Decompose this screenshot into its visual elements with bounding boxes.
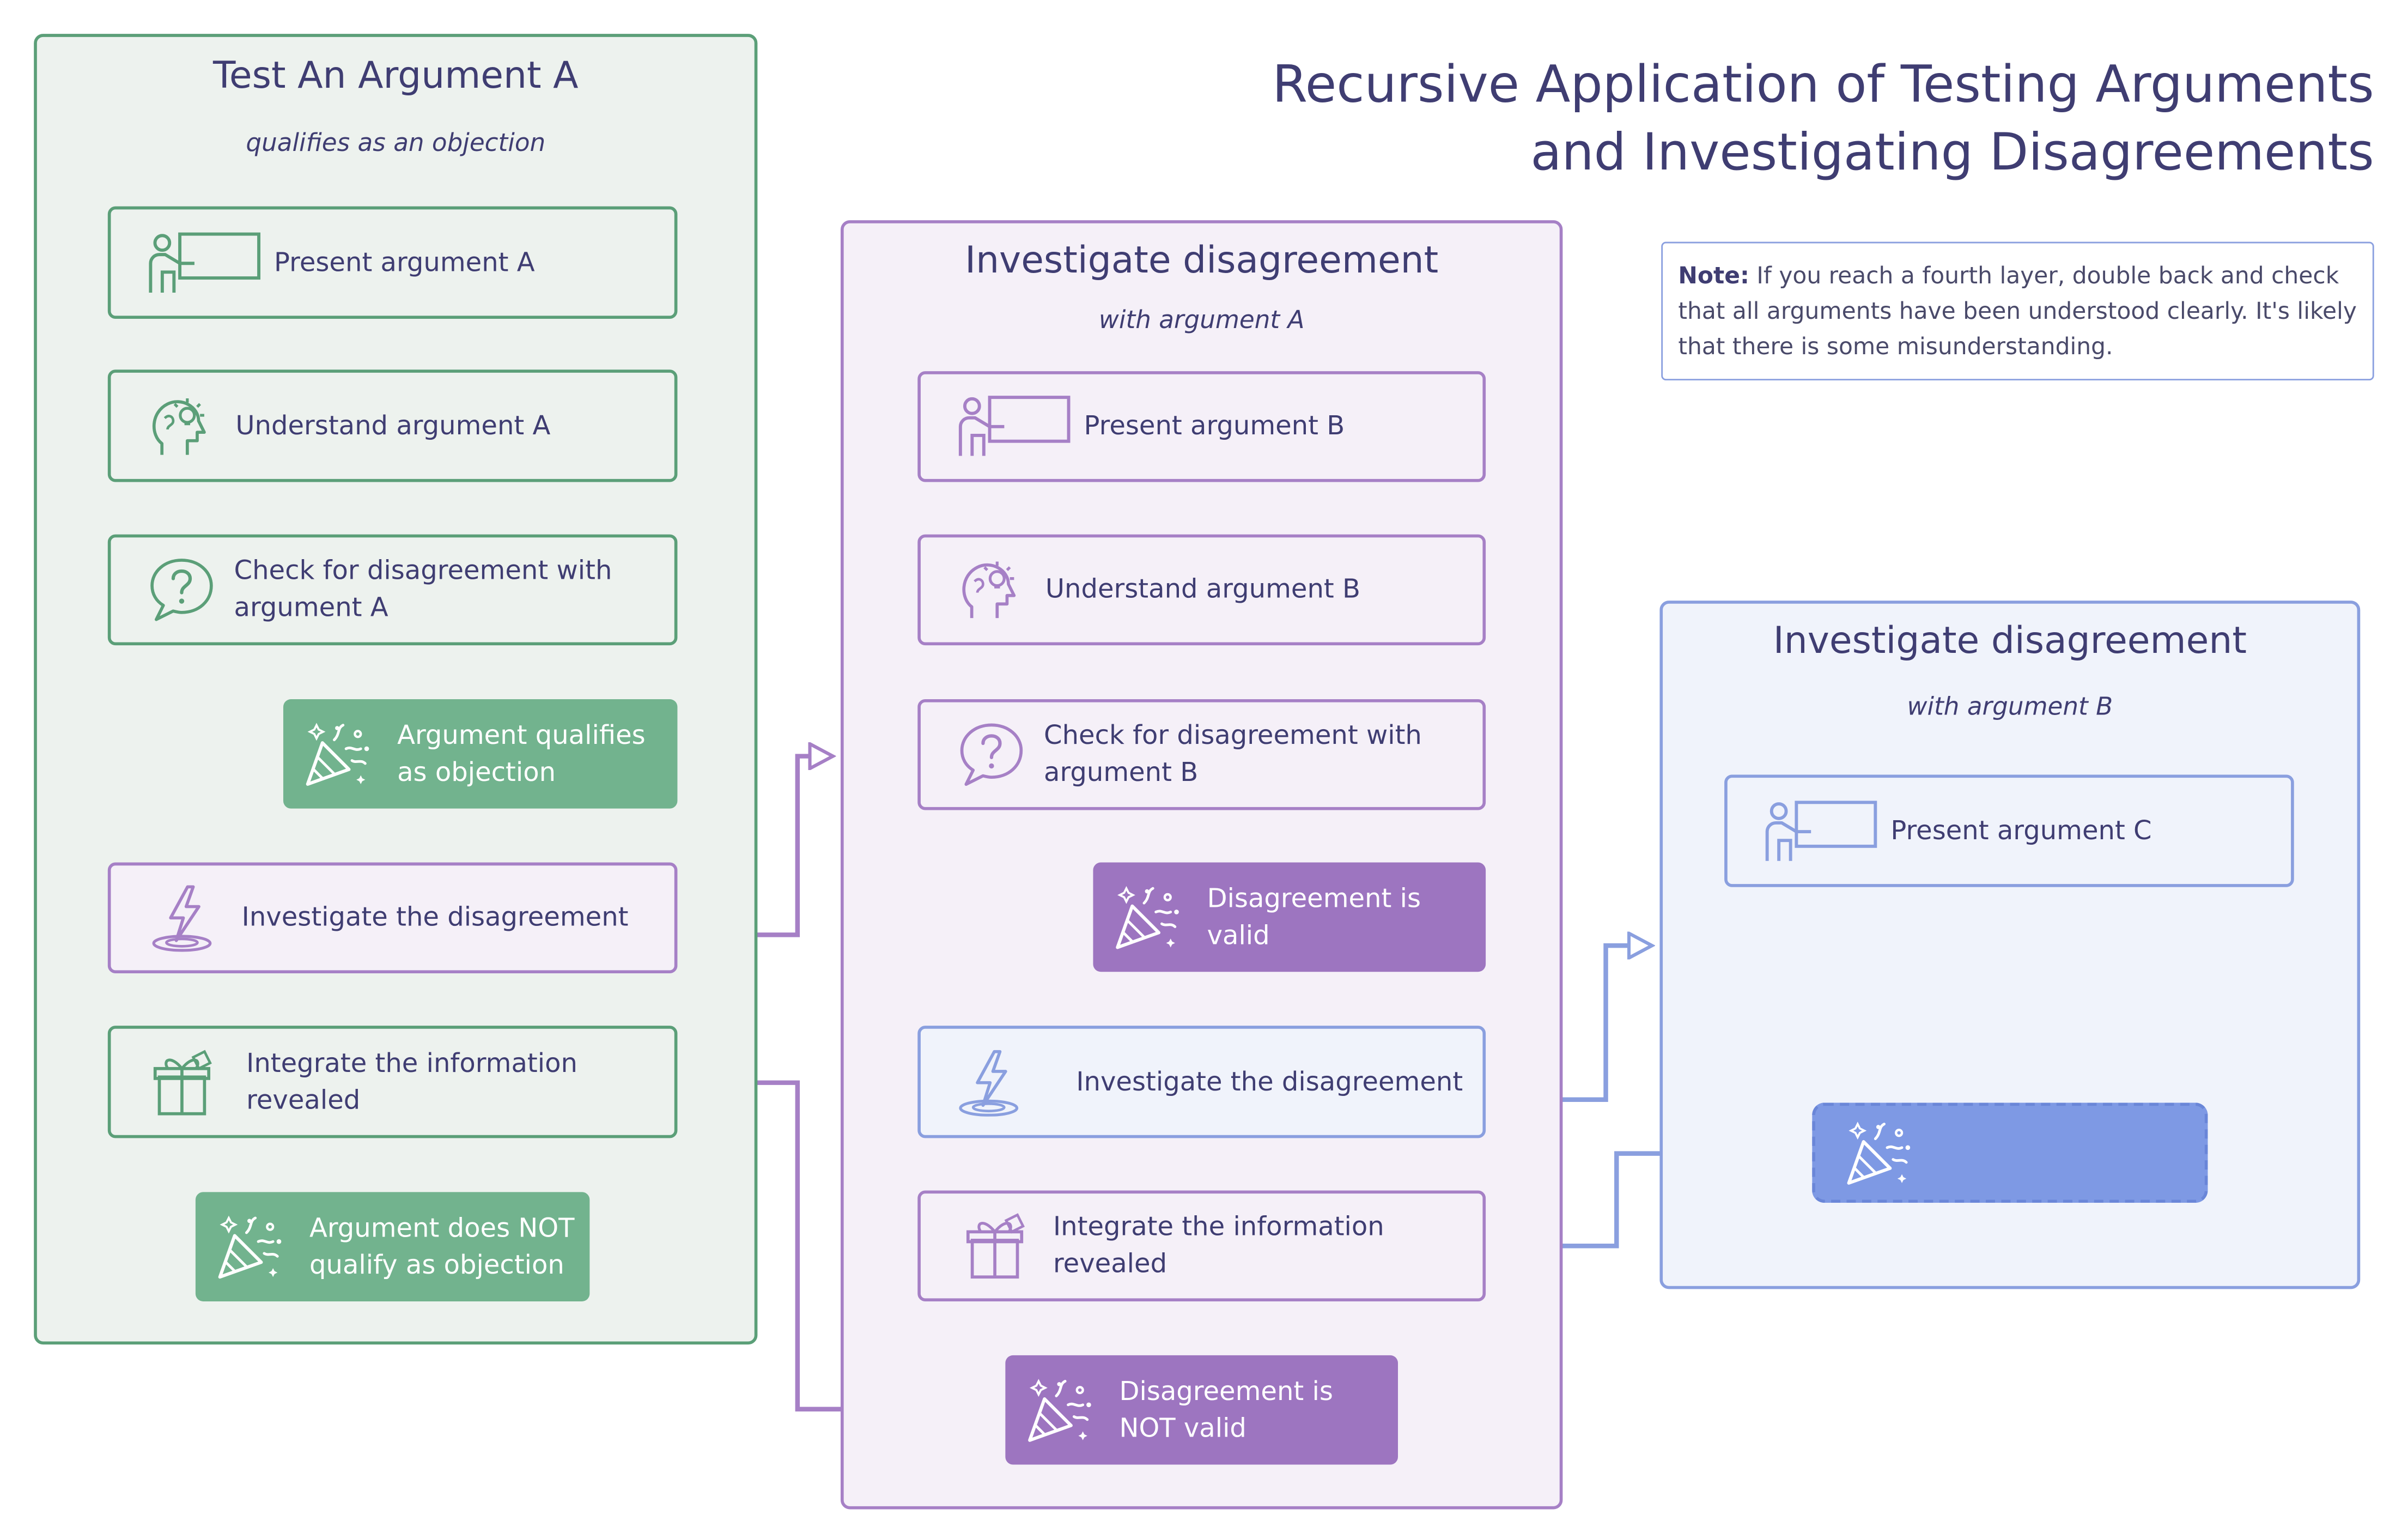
question-speech-bubble-icon [148,556,215,623]
note-box: Note: If you reach a fourth layer, doubl… [1661,241,2374,381]
step-label: Understand argument B [1045,574,1360,605]
step-label: Investigate the disagreement [1076,1067,1463,1098]
step-label: Check for disagreement with argument A [234,556,612,624]
outcome-label: Argument does NOT qualify as objection [309,1213,575,1281]
step-present-argument-c: Present argument C [1724,774,2294,887]
party-popper-icon [214,1211,285,1282]
gift-box-icon [964,1212,1031,1280]
step-investigate-disagreement-a: Investigate the disagreement [107,862,678,974]
lightning-bolt-icon [151,884,218,952]
step-label: Present argument B [1084,411,1345,443]
head-with-lightbulb-icon [958,556,1025,623]
step-understand-argument-a: Understand argument A [107,369,678,482]
lightning-bolt-icon [958,1048,1025,1116]
outcome-disagreement-not-valid: Disagreement is NOT valid [1005,1355,1398,1465]
step-integrate-information-a: Integrate the information revealed [107,1026,678,1138]
diagram-title-line2: and Investigating Disagreements [1530,122,2374,182]
party-popper-icon [1111,882,1182,953]
party-popper-icon [302,718,373,789]
question-speech-bubble-icon [958,721,1025,789]
panel-c-title: Investigate disagreement [1773,619,2247,663]
panel-a-title: Test An Argument A [213,53,579,98]
step-check-disagreement-a: Check for disagreement with argument A [107,534,678,646]
step-label: Investigate the disagreement [241,902,629,934]
step-label: Check for disagreement with argument B [1044,720,1422,789]
step-label: Present argument C [1890,815,2152,846]
party-popper-icon [1024,1374,1094,1445]
presenter-at-board-icon [145,230,262,295]
step-check-disagreement-b: Check for disagreement with argument B [917,699,1486,810]
step-present-argument-a: Present argument A [107,206,678,319]
outcome-argument-not-qualify: Argument does NOT qualify as objection [195,1192,590,1301]
outcome-disagreement-valid: Disagreement is valid [1093,862,1486,972]
step-investigate-disagreement-b: Investigate the disagreement [917,1026,1486,1138]
outcome-label: Argument qualifies as objection [397,720,646,788]
outcome-label: Disagreement is valid [1207,883,1421,952]
step-label: Present argument A [274,247,535,278]
note-text: If you reach a fourth layer, double back… [1678,262,2357,361]
step-present-argument-b: Present argument B [917,371,1486,482]
panel-a-subtitle: qualifies as an objection [246,128,546,157]
panel-c-subtitle: with argument B [1907,691,2113,721]
diagram-title-line1: Recursive Application of Testing Argumen… [1272,53,2374,114]
note-label: Note: [1678,262,1749,290]
outcome-label: Disagreement is NOT valid [1119,1376,1333,1444]
step-label: Integrate the information revealed [246,1048,577,1116]
diagram-title: Recursive Application of Testing Argumen… [1232,51,2374,186]
gift-box-icon [151,1048,218,1116]
party-popper-icon [1843,1117,1914,1188]
step-label: Understand argument A [235,410,551,441]
panel-b-title: Investigate disagreement [965,239,1439,282]
outcome-argument-qualifies: Argument qualifies as objection [283,699,678,809]
presenter-at-board-icon [1761,798,1878,863]
step-label: Integrate the information revealed [1053,1212,1384,1280]
step-integrate-information-b: Integrate the information revealed [917,1190,1486,1301]
panel-b-subtitle: with argument A [1098,305,1305,335]
presenter-at-board-icon [954,394,1072,459]
head-with-lightbulb-icon [148,392,215,459]
outcome-placeholder-c [1812,1102,2208,1203]
step-understand-argument-b: Understand argument B [917,534,1486,646]
